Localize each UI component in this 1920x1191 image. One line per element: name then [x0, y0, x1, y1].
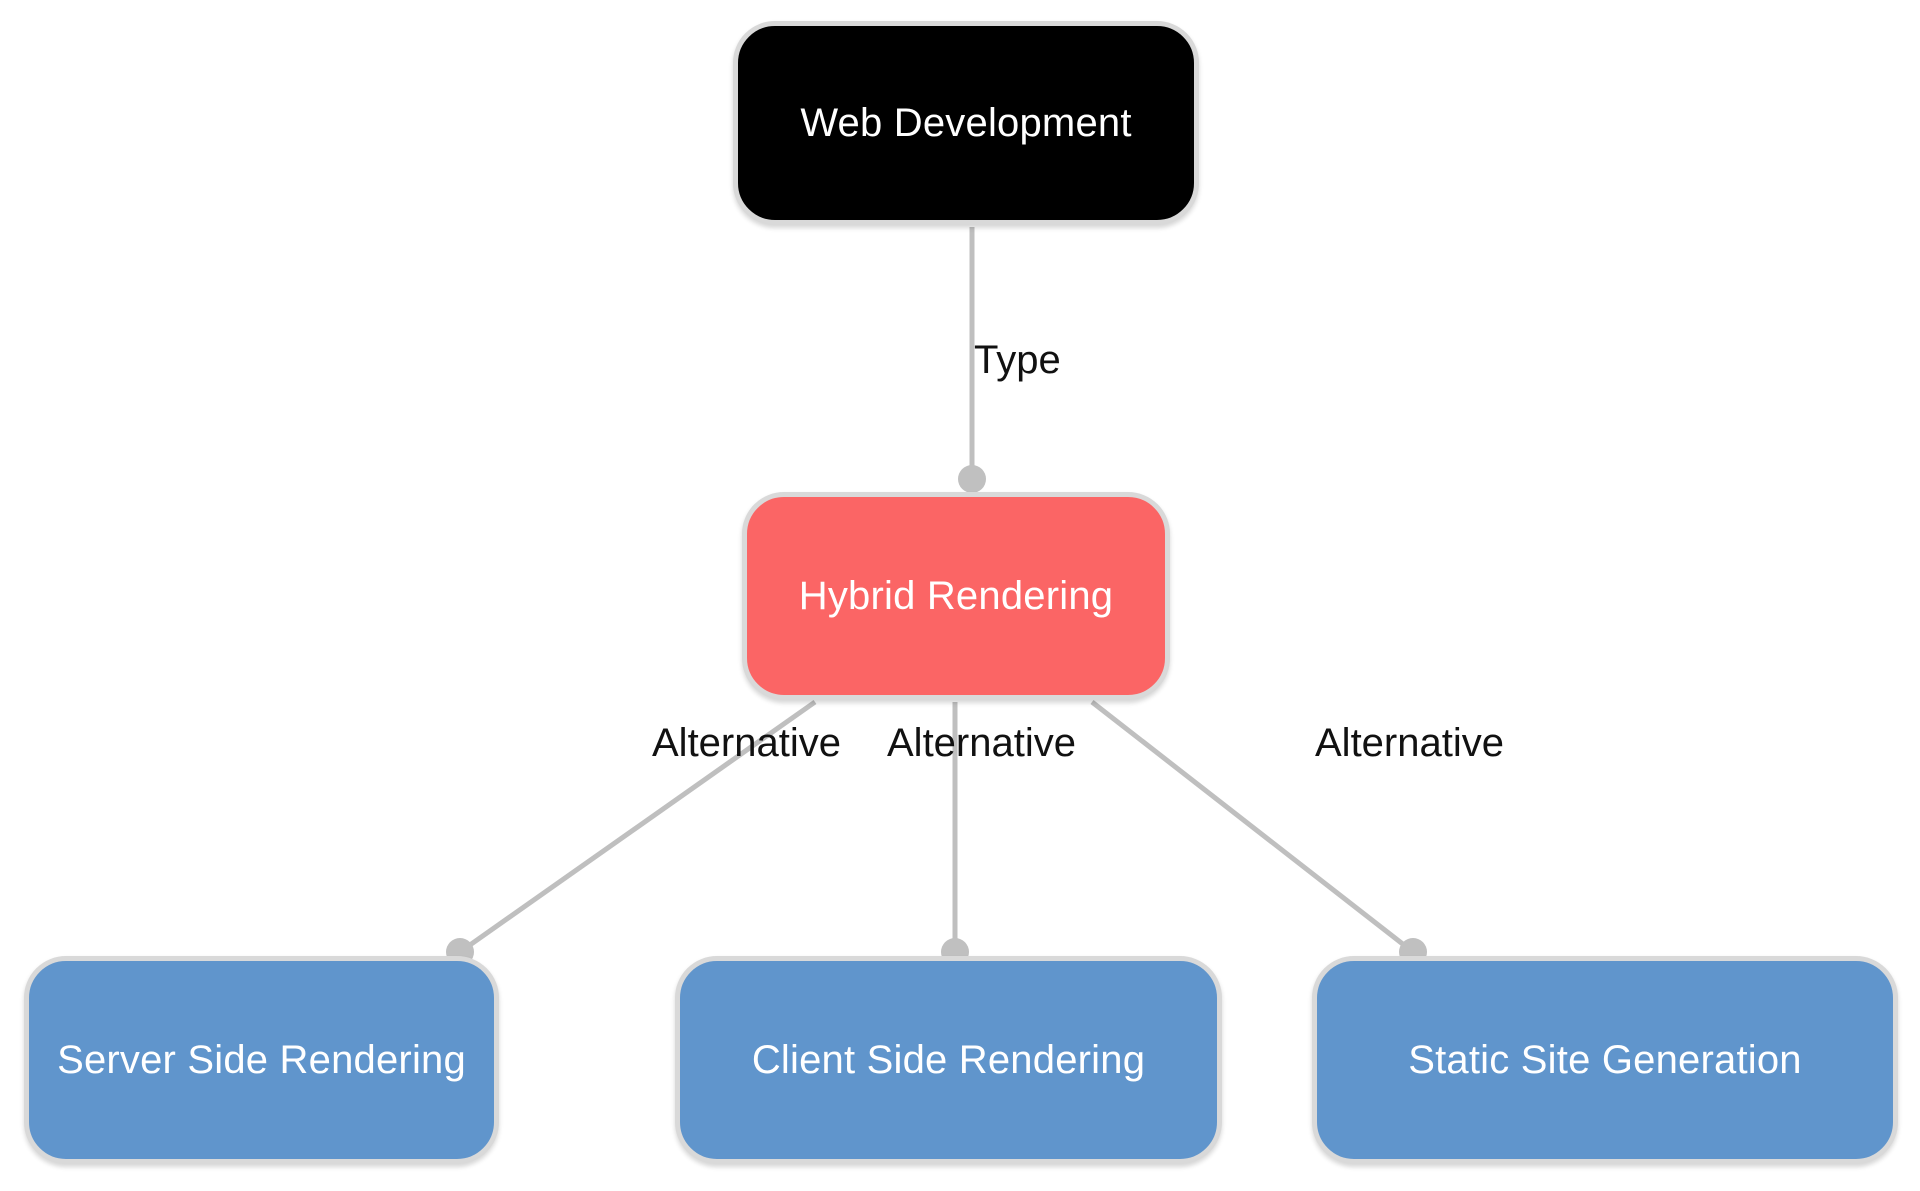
node-client-side-rendering[interactable]: Client Side Rendering	[675, 956, 1222, 1164]
node-label-web-development: Web Development	[800, 101, 1132, 145]
edge-label-alternative-ssr: Alternative	[652, 721, 841, 765]
node-hybrid-rendering[interactable]: Hybrid Rendering	[742, 492, 1170, 700]
edge-endpoint-dot	[958, 465, 986, 493]
node-web-development[interactable]: Web Development	[733, 21, 1199, 225]
node-label-static-site-generation: Static Site Generation	[1408, 1038, 1802, 1082]
edge-line	[458, 699, 817, 955]
node-label-client-side-rendering: Client Side Rendering	[751, 1038, 1146, 1082]
edge-line	[1090, 700, 1415, 954]
edge-label-alternative-csr: Alternative	[887, 721, 1076, 765]
edge-label-type: Type	[974, 338, 1061, 382]
node-label-hybrid-rendering: Hybrid Rendering	[798, 574, 1114, 618]
node-label-server-side-rendering: Server Side Rendering	[57, 1038, 466, 1082]
node-server-side-rendering[interactable]: Server Side Rendering	[24, 956, 499, 1164]
node-static-site-generation[interactable]: Static Site Generation	[1312, 956, 1898, 1164]
edge-label-alternative-ssg: Alternative	[1315, 721, 1504, 765]
